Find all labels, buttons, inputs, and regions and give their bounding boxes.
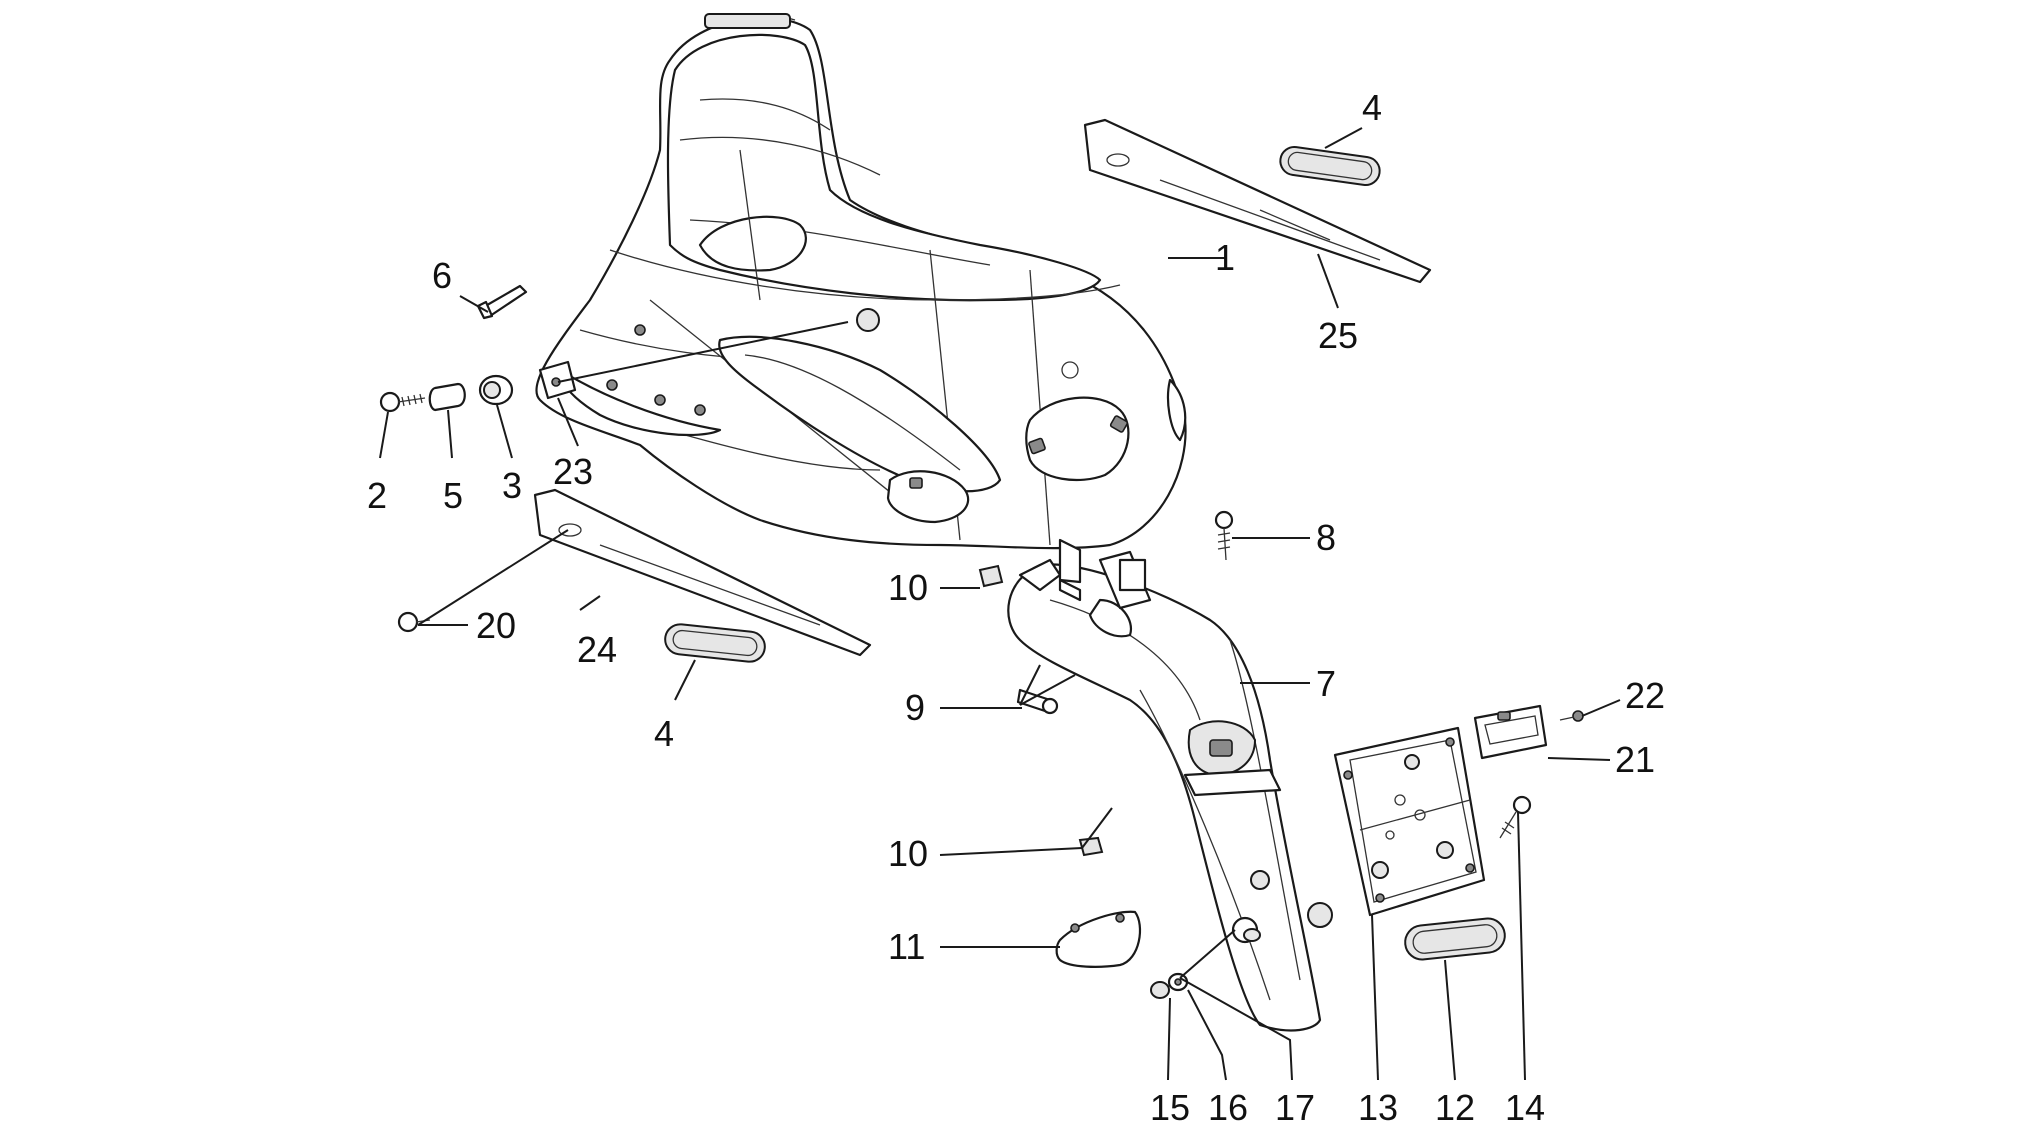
callout-8: 8	[1316, 517, 1336, 558]
pin-6	[476, 284, 528, 320]
leader-13	[1371, 914, 1379, 1081]
screw-15	[1150, 981, 1170, 999]
rear-mudguard	[1007, 538, 1333, 1032]
leader-17	[1179, 977, 1293, 1081]
callout-20: 20	[476, 605, 516, 646]
leader-4-top	[1324, 127, 1363, 149]
leader-15	[1167, 997, 1171, 1081]
callout-24: 24	[577, 629, 617, 670]
callout-25: 25	[1318, 315, 1358, 356]
reflector-top	[1279, 145, 1381, 187]
callout-14: 14	[1505, 1087, 1545, 1128]
spacer-5	[428, 382, 466, 412]
callout-6: 6	[432, 255, 452, 296]
callout-17: 17	[1275, 1087, 1315, 1128]
leader-lines	[379, 127, 1621, 1081]
leader-20-plate	[417, 529, 569, 626]
callout-7: 7	[1316, 663, 1336, 704]
clip-nut-23	[538, 360, 577, 400]
reflector-bottom	[664, 623, 766, 663]
cover-11	[1055, 910, 1142, 968]
leader-9-line2	[1019, 674, 1076, 706]
callout-13: 13	[1358, 1087, 1398, 1128]
license-plate-holder	[1333, 726, 1486, 917]
plate-light-21	[1473, 704, 1548, 760]
callout-21: 21	[1615, 739, 1655, 780]
leader-9-line	[1019, 664, 1041, 706]
callout-labels: 1 4 25 6 2 5 3 23 20 24 4 10 8 7 9 10 11…	[367, 87, 1665, 1128]
callout-16: 16	[1208, 1087, 1248, 1128]
leader-14	[1517, 811, 1526, 1081]
leader-21	[1547, 757, 1611, 761]
callout-9: 9	[905, 687, 925, 728]
screw-8	[1214, 510, 1234, 561]
leader-2	[379, 411, 389, 459]
side-plate-left	[533, 488, 872, 657]
leader-5	[447, 409, 453, 459]
leader-17-part	[1179, 929, 1236, 979]
leader-10-bottom	[939, 847, 1083, 856]
leader-23-part1	[557, 321, 849, 383]
callout-12: 12	[1435, 1087, 1475, 1128]
callout-4-top: 4	[1362, 87, 1382, 128]
leader-10-bottom-line	[1081, 807, 1113, 849]
leader-22	[1581, 699, 1621, 717]
screw-20	[397, 611, 431, 633]
rear-body-shield	[535, 13, 1187, 550]
callout-2: 2	[367, 475, 387, 516]
clip-10-top	[978, 564, 1004, 588]
callout-5: 5	[443, 475, 463, 516]
leader-4-bottom	[674, 659, 696, 701]
callout-1: 1	[1215, 237, 1235, 278]
callout-10-top: 10	[888, 567, 928, 608]
screw-22	[1559, 710, 1584, 722]
callout-3: 3	[502, 465, 522, 506]
leader-23	[557, 397, 579, 447]
leader-6	[459, 295, 489, 313]
callout-22: 22	[1625, 675, 1665, 716]
grommet-3	[478, 374, 514, 406]
reflector-12	[1404, 917, 1506, 961]
leader-3	[496, 404, 513, 459]
callout-11: 11	[888, 926, 925, 967]
leader-24	[579, 595, 601, 611]
screw-2	[379, 391, 426, 413]
callout-15: 15	[1150, 1087, 1190, 1128]
leader-16	[1187, 989, 1227, 1081]
callout-23: 23	[553, 451, 593, 492]
leader-12	[1444, 959, 1456, 1081]
side-plate-right	[1083, 118, 1432, 284]
screw-9	[1016, 688, 1059, 715]
callout-10-bottom: 10	[888, 833, 928, 874]
screw-14	[1499, 795, 1532, 839]
callout-4-bottom: 4	[654, 713, 674, 754]
washer-16	[1167, 972, 1189, 992]
leader-25	[1317, 253, 1339, 309]
